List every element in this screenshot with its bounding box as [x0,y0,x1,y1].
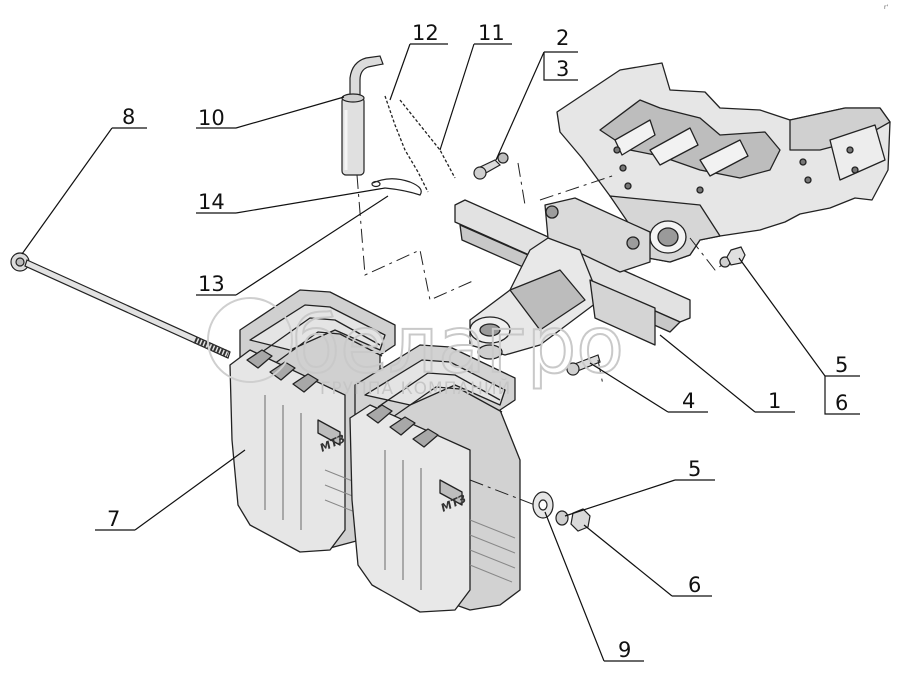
assembly-centerlines [356,162,723,506]
callout-6-lower: 6 [688,573,701,597]
callout-10: 10 [198,106,225,130]
spring-clip [371,178,422,196]
washer-9 [532,491,591,532]
callout-12: 12 [412,21,439,45]
callout-5-lower: 5 [688,457,701,481]
weight-bracket [454,197,691,360]
callout-5-upper: 5 [835,353,848,377]
callout-1: 1 [768,389,781,413]
callout-9: 9 [618,638,631,662]
bolt-4 [566,354,601,376]
locking-pin [341,55,384,176]
callout-11: 11 [478,21,505,45]
leader-lines [21,43,860,662]
callout-labels: 8 12 11 2 3 10 14 13 5 6 4 1 7 5 6 9 [107,21,848,662]
safety-chain [384,95,456,193]
callout-6-upper: 6 [835,391,848,415]
front-frame [556,62,891,263]
watermark-subtitle: ГРУППА КОМПАНИЙ [320,377,511,399]
bolt-2 [473,152,509,180]
tie-rod [10,252,231,359]
callout-2: 2 [556,26,569,50]
weight-stack-right [349,344,521,613]
callout-14: 14 [198,190,225,214]
watermark: белагро ГРУППА КОМПАНИЙ [207,297,625,399]
callout-8: 8 [122,105,135,129]
callout-3: 3 [556,57,569,81]
corner-mark: r' [884,4,888,11]
watermark-brand: белагро [292,301,624,391]
callout-7: 7 [107,507,120,531]
callout-4: 4 [682,389,695,413]
nut-washer-upper [719,246,746,268]
callout-13: 13 [198,272,225,296]
